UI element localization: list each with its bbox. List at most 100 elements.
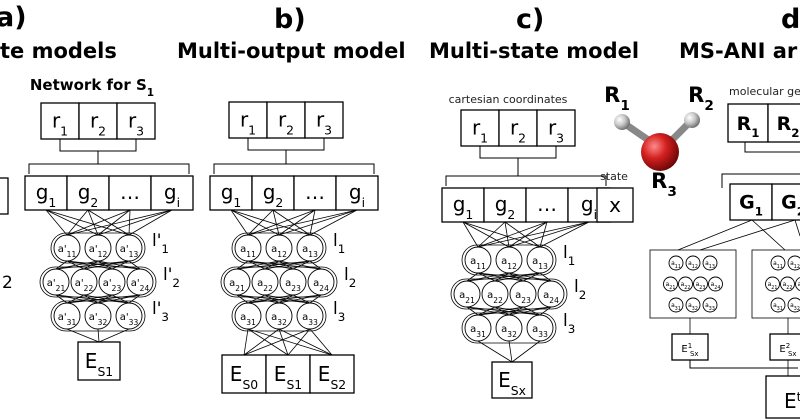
output-label: ESx (498, 368, 526, 398)
neuron-circle (526, 246, 554, 274)
state-caption: state (600, 170, 628, 183)
neuron-circle (223, 268, 251, 296)
input-cell-label: R1 (737, 113, 760, 140)
neuron-node: a24 (537, 280, 565, 308)
input-cell-box (304, 101, 344, 139)
output-cell-1: ES0 (221, 354, 267, 394)
neuron-node: a33 (296, 302, 324, 330)
oxygen-atom (641, 133, 679, 171)
layer-label: l'3 (152, 299, 169, 324)
feature-cell-label: g1 (36, 180, 57, 210)
feature-cell-2: g2 (66, 175, 110, 211)
feature-cell-1: G1 (729, 183, 773, 221)
feature-cell-box (108, 175, 152, 211)
mini-neuron-label: a11 (671, 260, 681, 270)
feature-cell-label: g1 (221, 180, 242, 210)
feature-cell-label: gi (581, 192, 597, 222)
neuron-circle (279, 268, 307, 296)
neuron-circle (42, 268, 70, 296)
neuron-node: a'33 (115, 302, 143, 330)
mini-neuron-label: a11 (773, 260, 783, 270)
feature-cell-label: … (305, 180, 325, 204)
neuron-label: a12 (501, 256, 517, 271)
feature-cell-1: g1 (24, 175, 68, 211)
input-cell-2: r2 (266, 101, 306, 139)
layer-outline (220, 266, 338, 298)
neuron-node: a13 (526, 246, 554, 274)
neuron-node: a21 (453, 280, 481, 308)
neuron-circle (234, 234, 262, 262)
neuron-label: a'24 (131, 278, 150, 293)
mini-neuron (770, 255, 786, 271)
panel-label-c: c) (516, 4, 544, 35)
neuron-node: a'11 (53, 234, 81, 262)
mini-neuron (685, 255, 701, 271)
mini-neuron (668, 297, 684, 313)
neuron-label: a'32 (89, 312, 108, 327)
mini-neuron (693, 276, 708, 292)
neuron-circle (251, 268, 279, 296)
neuron-node: a11 (464, 246, 492, 274)
input-cell-box (40, 102, 80, 140)
mini-neuron (770, 297, 786, 313)
neuron-circle (453, 280, 481, 308)
feature-cell-label: G1 (739, 191, 763, 218)
neuron-node: a23 (279, 268, 307, 296)
neuron-label: a21 (229, 278, 245, 293)
neuron-label: a'13 (120, 244, 139, 259)
mini-neuron-label: a22 (681, 281, 691, 291)
neuron-circle (537, 280, 565, 308)
bracket-connector (744, 142, 800, 153)
neuron-circle (481, 280, 509, 308)
neuron-node: a'22 (70, 268, 98, 296)
layer-label: l3 (563, 311, 575, 336)
neuron-node: a'24 (126, 268, 154, 296)
input-cell-3: r3 (536, 109, 576, 147)
neuron-node: a31 (464, 314, 492, 342)
mini-neuron (787, 255, 800, 271)
neuron-label: a'23 (103, 278, 122, 293)
input-cell-3: r3 (116, 102, 156, 140)
input-cell-box (498, 109, 538, 147)
feature-cell-label: g2 (78, 180, 99, 210)
layer-outline (39, 266, 157, 298)
panel-title-b: Multi-output model (177, 39, 406, 63)
input-cell-label: r2 (278, 107, 294, 137)
total-output-label: EtotSx (784, 389, 800, 419)
neuron-label: a21 (459, 290, 475, 305)
neuron-label: a'31 (58, 312, 77, 327)
neuron-node: a33 (526, 314, 554, 342)
neuron-circle (464, 246, 492, 274)
neuron-node: a23 (509, 280, 537, 308)
feature-cell-label: gi (349, 180, 365, 210)
feature-cell-box (441, 187, 485, 223)
input-cell-label: r2 (510, 115, 526, 145)
mini-neuron (685, 297, 701, 313)
input-cell-1: r1 (460, 109, 500, 147)
output-cell-label: ES2 (318, 362, 346, 392)
mini-neuron-label: a22 (783, 281, 793, 291)
input-cell-1: r1 (40, 102, 80, 140)
mini-neuron (668, 255, 684, 271)
mini-neuron (702, 255, 718, 271)
mini-neuron-label: a33 (705, 302, 715, 312)
neuron-circle (115, 234, 143, 262)
neuron-label: a24 (543, 290, 559, 305)
output-cell-3: ES2 (309, 354, 355, 394)
bracket-connector (28, 163, 190, 174)
neuron-circle (84, 234, 112, 262)
hydrogen-atom (614, 114, 630, 130)
mini-neuron-label: a12 (790, 260, 800, 270)
mini-neuron-label: a12 (688, 260, 698, 270)
neuron-node: a'32 (84, 302, 112, 330)
input-cell-label: r3 (128, 108, 144, 138)
neuron-node: a22 (251, 268, 279, 296)
layer-outline (461, 244, 557, 276)
layer-label: l2 (344, 265, 356, 290)
output-label: ES1 (85, 349, 113, 379)
